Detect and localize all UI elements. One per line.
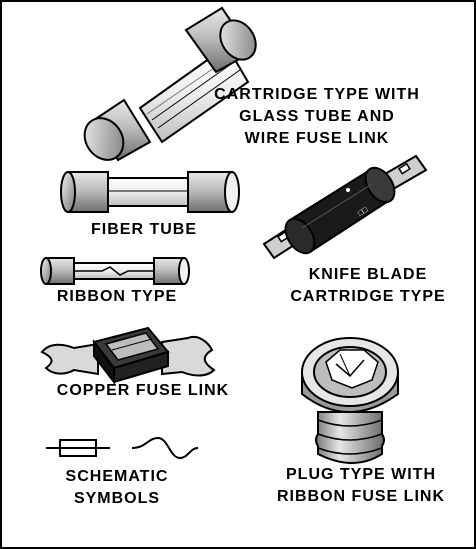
label-line: SYMBOLS xyxy=(52,488,182,510)
copper-fuse-link-label: COPPER FUSE LINK xyxy=(48,380,238,402)
label-line: KNIFE BLADE xyxy=(278,264,458,286)
plug-fuse-icon xyxy=(302,338,398,463)
label-line: RIBBON TYPE xyxy=(42,286,192,308)
cartridge-type-label: CARTRIDGE TYPE WITH GLASS TUBE AND WIRE … xyxy=(202,84,432,150)
ribbon-type-label: RIBBON TYPE xyxy=(42,286,192,308)
label-line: FIBER TUBE xyxy=(64,219,224,241)
label-line: PLUG TYPE WITH xyxy=(266,464,456,486)
knife-blade-fuse-icon: □□ xyxy=(264,156,426,258)
label-line: CARTRIDGE TYPE xyxy=(278,286,458,308)
plug-type-label: PLUG TYPE WITH RIBBON FUSE LINK xyxy=(266,464,456,508)
label-line: SCHEMATIC xyxy=(52,466,182,488)
label-line: CARTRIDGE TYPE WITH xyxy=(202,84,432,106)
label-line: WIRE FUSE LINK xyxy=(202,128,432,150)
label-line: GLASS TUBE AND xyxy=(202,106,432,128)
schematic-symbols-label: SCHEMATIC SYMBOLS xyxy=(52,466,182,510)
knife-blade-label: KNIFE BLADE CARTRIDGE TYPE xyxy=(278,264,458,308)
ribbon-fuse-icon xyxy=(41,258,189,284)
schematic-symbols-icon xyxy=(46,438,198,458)
fiber-tube-label: FIBER TUBE xyxy=(64,219,224,241)
copper-fuse-link-icon xyxy=(42,328,214,382)
label-line: RIBBON FUSE LINK xyxy=(266,486,456,508)
label-line: COPPER FUSE LINK xyxy=(48,380,238,402)
fiber-tube-fuse-icon xyxy=(61,172,239,212)
